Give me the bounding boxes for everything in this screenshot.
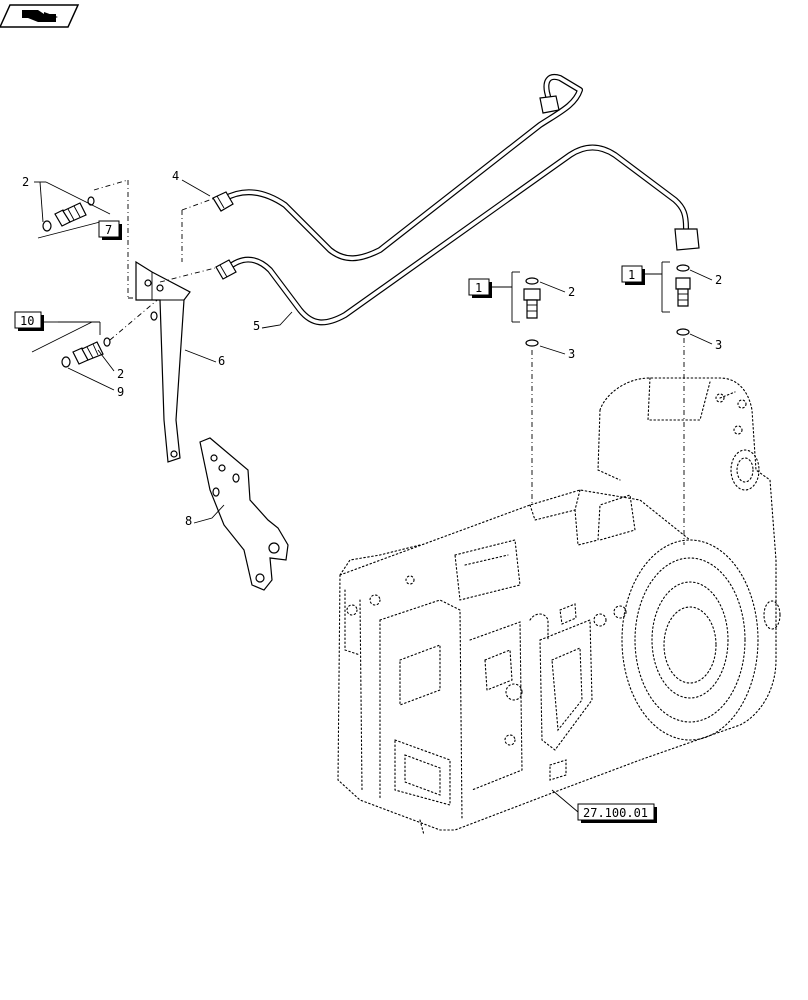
item-label-6: 6	[218, 354, 225, 368]
pipe-5	[225, 144, 689, 326]
fitting-right	[675, 264, 691, 545]
leader-4	[181, 179, 211, 197]
ref-box-10-label: 10	[20, 314, 34, 328]
item-label-2d: 2	[715, 273, 722, 287]
leader-5	[261, 311, 293, 329]
pipe-4	[221, 74, 583, 262]
fitting-center	[523, 277, 541, 505]
item-label-3a: 3	[568, 347, 575, 361]
item-label-5: 5	[253, 319, 260, 333]
fitting-lower-left	[61, 337, 111, 368]
ref-box-10[interactable]: 10	[14, 311, 44, 331]
item-label-2b: 2	[117, 367, 124, 381]
item-label-8: 8	[185, 514, 192, 528]
leader-transmission	[551, 789, 579, 813]
bracket-8	[199, 437, 289, 591]
ref-box-1-center-label: 1	[475, 281, 482, 295]
ref-box-1-center[interactable]: 1	[468, 278, 492, 298]
ref-box-transmission[interactable]: 27.100.01	[577, 803, 657, 823]
item-label-4: 4	[172, 169, 179, 183]
item-label-2a: 2	[22, 175, 29, 189]
ref-box-transmission-label: 27.100.01	[583, 806, 648, 820]
ref-box-7-label: 7	[105, 223, 112, 237]
ref-box-1-right-label: 1	[628, 268, 635, 282]
callout-lines-center	[492, 271, 566, 355]
callout-lines-lower-left	[31, 284, 176, 391]
item-label-3b: 3	[715, 338, 722, 352]
leader-8	[193, 504, 225, 524]
back-page-arrow-icon[interactable]	[0, 4, 80, 28]
item-label-9: 9	[117, 385, 124, 399]
item-label-2c: 2	[568, 285, 575, 299]
pipe-5-nut	[215, 228, 700, 280]
ref-box-1-right[interactable]: 1	[621, 265, 645, 285]
bracket-6	[135, 197, 216, 463]
callout-lines-right	[645, 261, 713, 345]
ref-box-7[interactable]: 7	[98, 220, 122, 240]
fitting-upper-left	[42, 196, 95, 232]
leader-6	[184, 349, 217, 363]
transmission-housing	[337, 377, 781, 836]
pipe-4-nut	[212, 95, 560, 212]
